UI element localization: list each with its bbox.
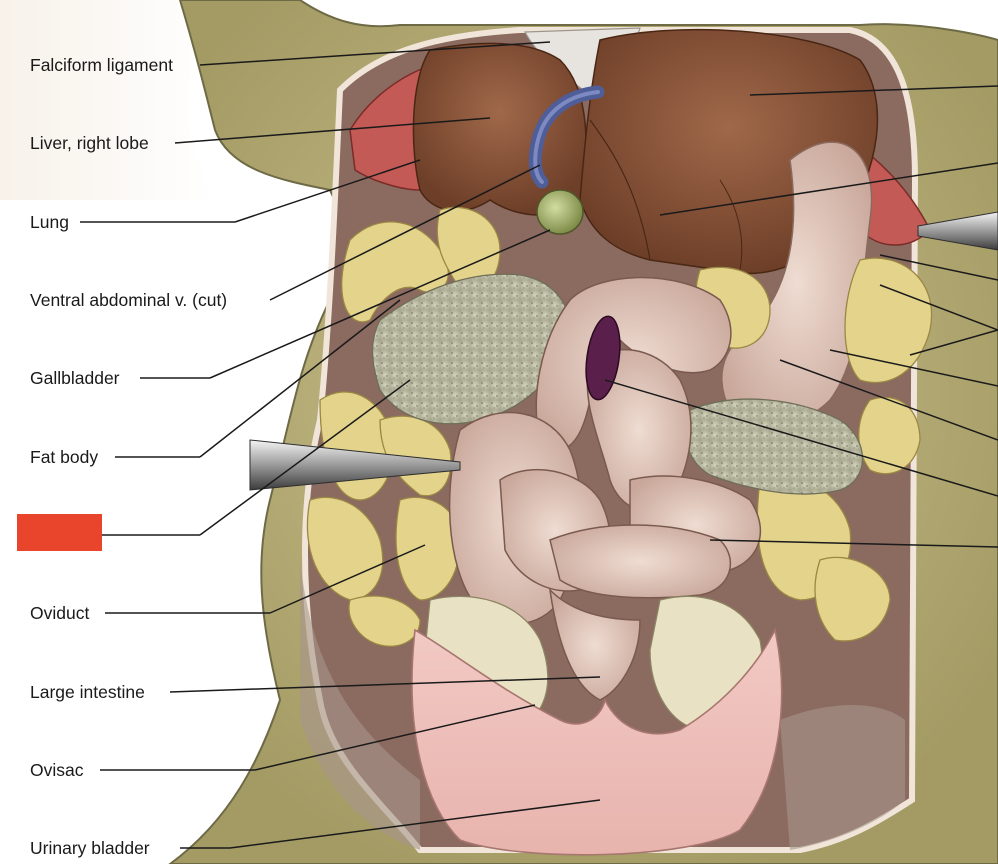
label-oviduct: Oviduct	[30, 603, 90, 623]
spleen	[585, 315, 621, 401]
probe-left	[249, 439, 461, 491]
leader-lines-left	[80, 41, 601, 849]
label-large-intestine: Large intestine	[30, 682, 145, 702]
small-intestine	[448, 276, 761, 625]
label-gallbladder: Gallbladder	[30, 368, 120, 388]
label-urinary-bladder: Urinary bladder	[30, 838, 150, 858]
fat-body-right	[684, 398, 863, 495]
label-ovisac: Ovisac	[30, 760, 84, 780]
gallbladder	[536, 189, 584, 235]
label-fat-body: Fat body	[30, 447, 99, 467]
probe-right	[917, 211, 998, 251]
label-falciform-ligament: Falciform ligament	[30, 55, 173, 75]
urinary-bladder	[411, 627, 783, 856]
leader-lines-right	[604, 85, 998, 548]
label-ventral-abdominal-vein: Ventral abdominal v. (cut)	[30, 290, 228, 310]
oviduct-coils-left	[306, 206, 501, 647]
large-intestine	[548, 587, 641, 701]
oviduct-coils-right	[695, 257, 933, 642]
label-liver-right-lobe: Liver, right lobe	[30, 133, 149, 153]
label-lung: Lung	[30, 212, 69, 232]
hidden-label-box	[17, 514, 102, 551]
